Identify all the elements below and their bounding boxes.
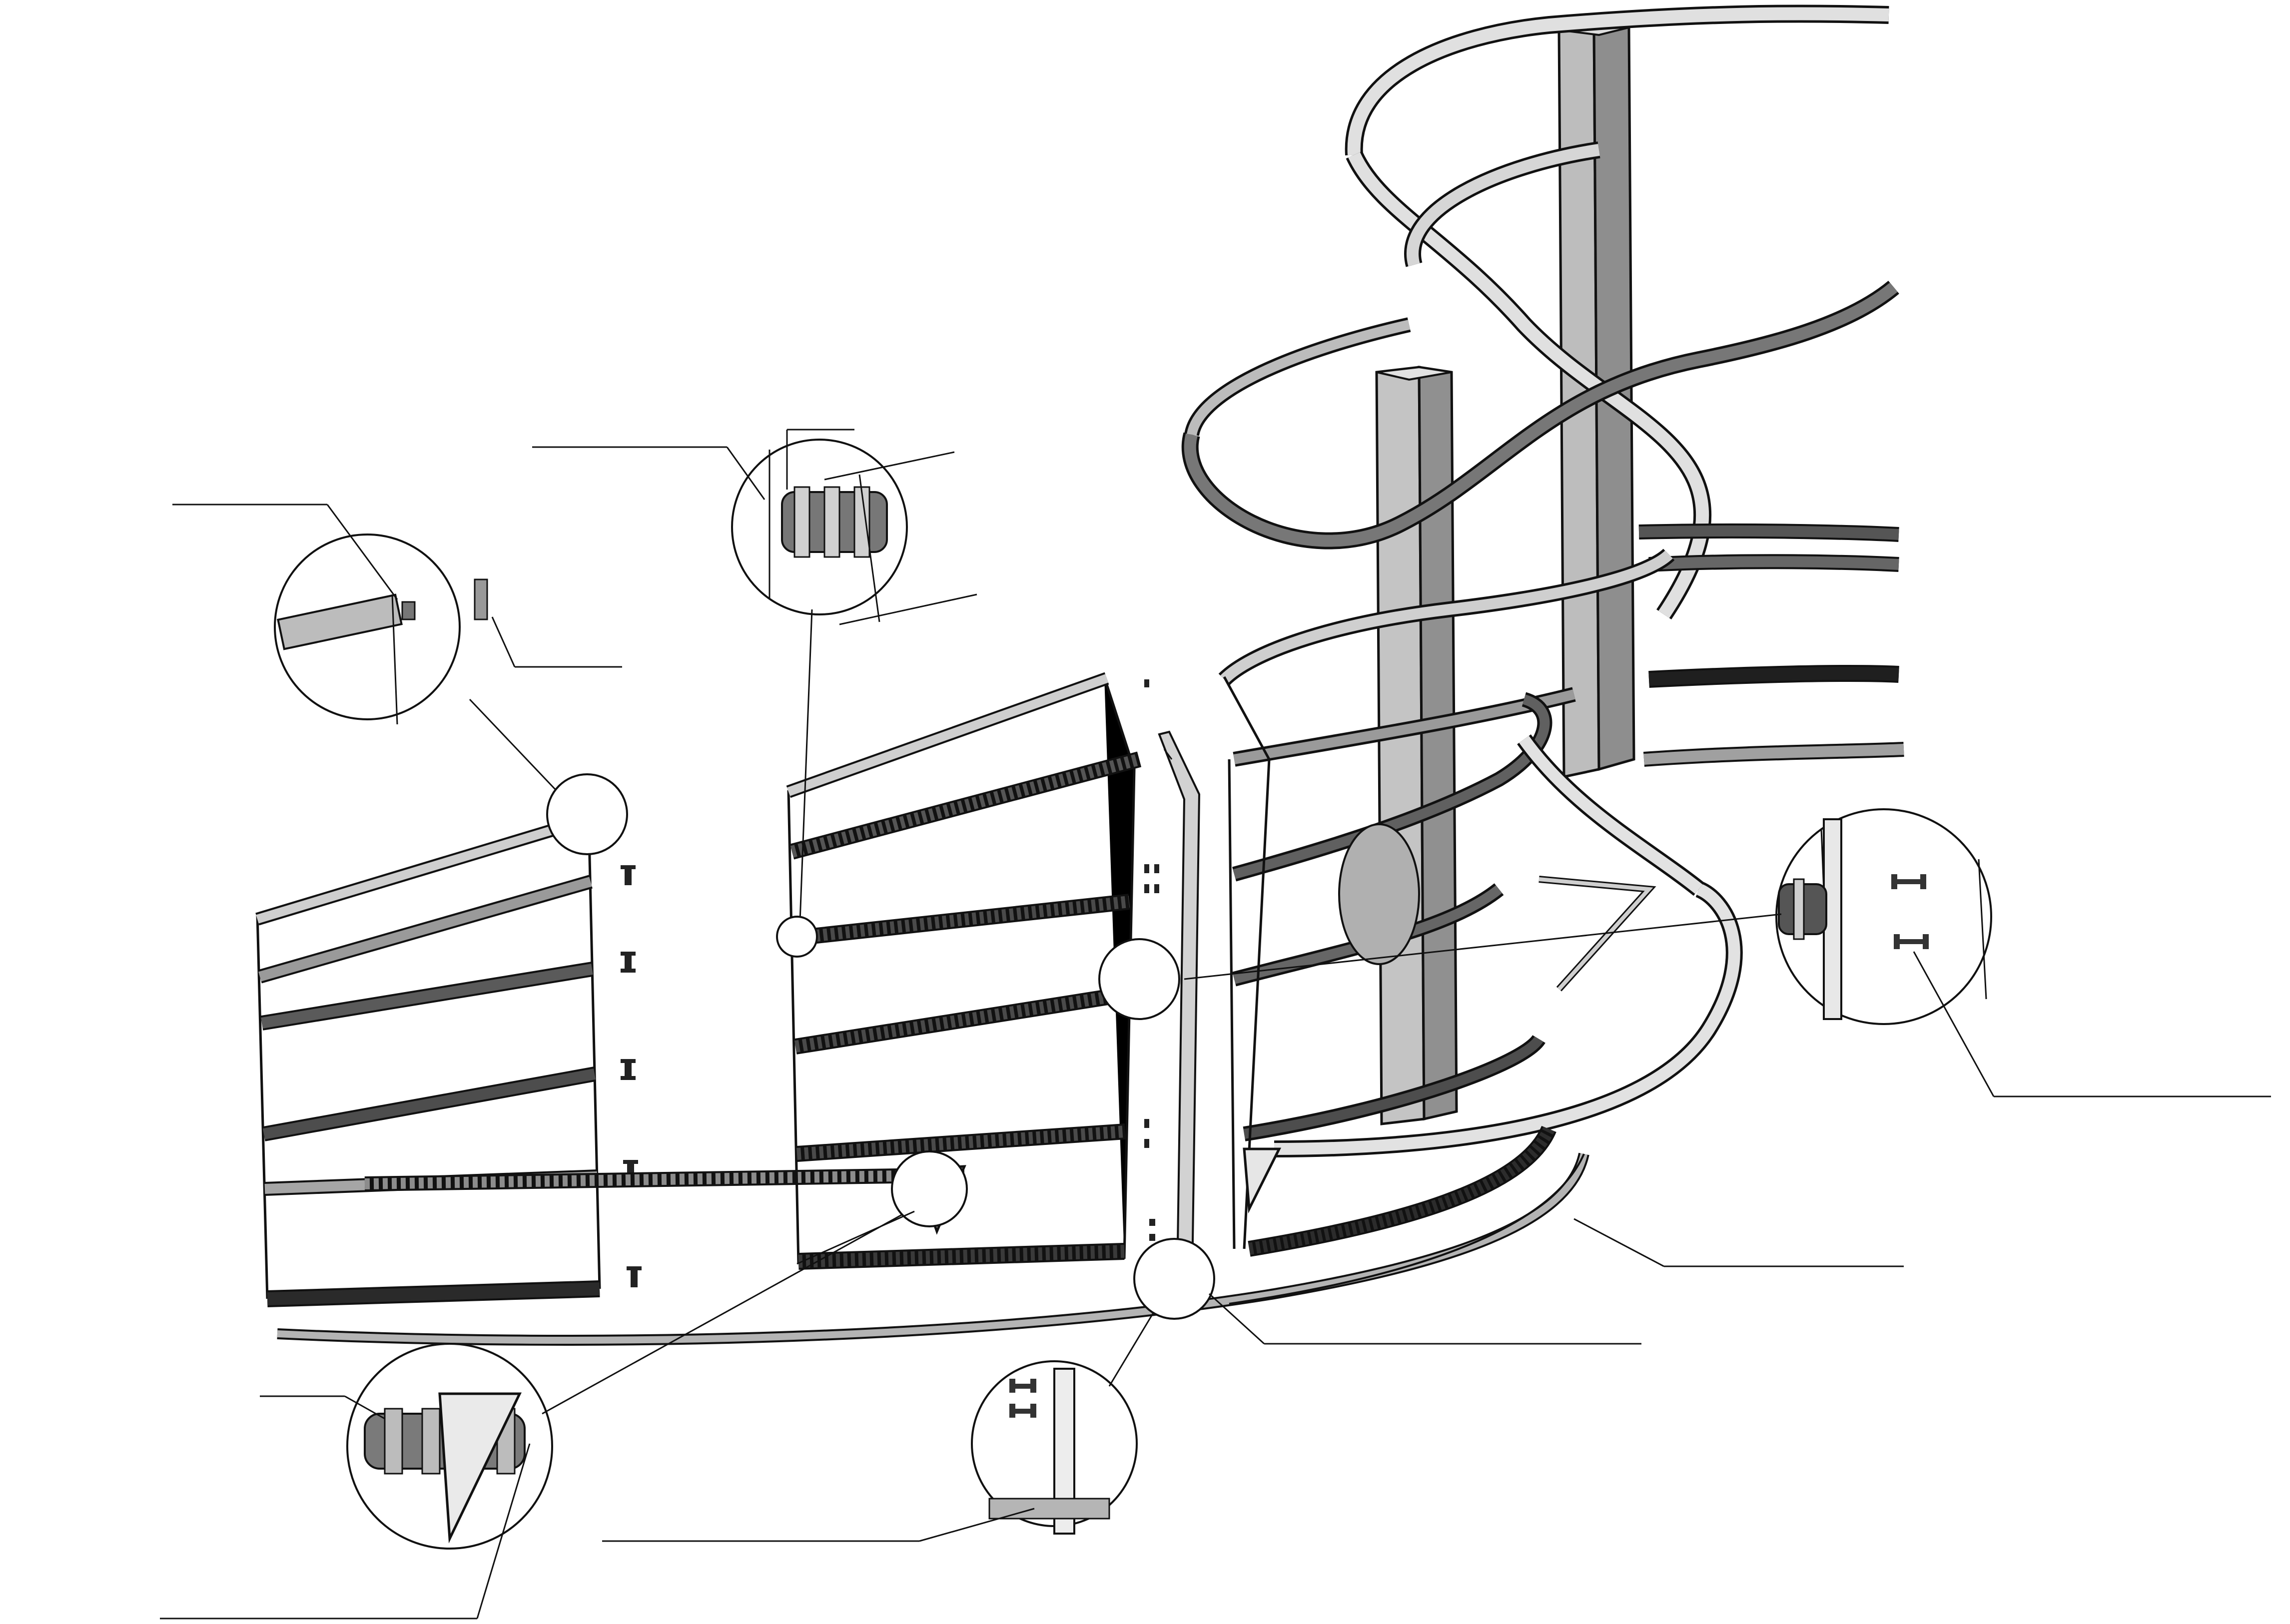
bolt-icon (1144, 1139, 1149, 1148)
short-post (1375, 366, 1458, 1125)
bolt-icon (1891, 874, 1926, 889)
triangular-bracket-icon (1243, 1147, 1282, 1214)
bolt-icon (1009, 1379, 1036, 1393)
detail-marker-bracket (891, 1150, 968, 1227)
bolt-icon (1149, 1219, 1155, 1226)
threaded-coupling-icon (781, 486, 888, 558)
threaded-coupling-icon (1778, 878, 1827, 940)
detail-marker-strip-base (1133, 1238, 1215, 1320)
bolt-icon (1149, 1234, 1155, 1241)
bolt-icon (1154, 864, 1159, 873)
leader-bracket-to-panel (796, 1210, 915, 1265)
bolt-icon (1154, 884, 1159, 893)
long-ribbed-tube (364, 1167, 965, 1191)
bolt-icon (1144, 1119, 1149, 1128)
detail-marker-rail-end (546, 773, 628, 855)
bolt-icon (621, 952, 636, 973)
leader-strip-base (1208, 1293, 1265, 1345)
bolt-icon (627, 1266, 642, 1287)
bolt-icon (1009, 1404, 1036, 1418)
bolt-icon (1894, 934, 1929, 949)
bolt-icon (1144, 864, 1149, 873)
base-curved-rail (277, 1152, 1589, 1346)
bolt-icon (621, 865, 636, 885)
leader-base-rail (1573, 1218, 1664, 1267)
detail-zoom-strip-base (602, 1311, 1155, 1542)
detail-zoom-bolted-strip (1184, 808, 2271, 1097)
detail-zoom-rail-end (172, 504, 622, 800)
bolt-icon (621, 1059, 636, 1080)
bolt-icon (1144, 884, 1149, 893)
right-spiral-assembly (1181, 4, 1904, 1257)
bolt-icon (1144, 679, 1149, 687)
bolts-column-left (621, 865, 642, 1287)
vertical-connector-strip (1158, 730, 1201, 1313)
detail-zoom-bracket-coupling (160, 1205, 917, 1620)
detail-zoom-ribbed-coupling (532, 429, 977, 935)
detail-marker-bolted-strip (1098, 938, 1180, 1020)
left-rail-panel (255, 813, 601, 1307)
triangular-bracket-icon (438, 1392, 522, 1544)
detail-marker-coupling (776, 916, 818, 958)
